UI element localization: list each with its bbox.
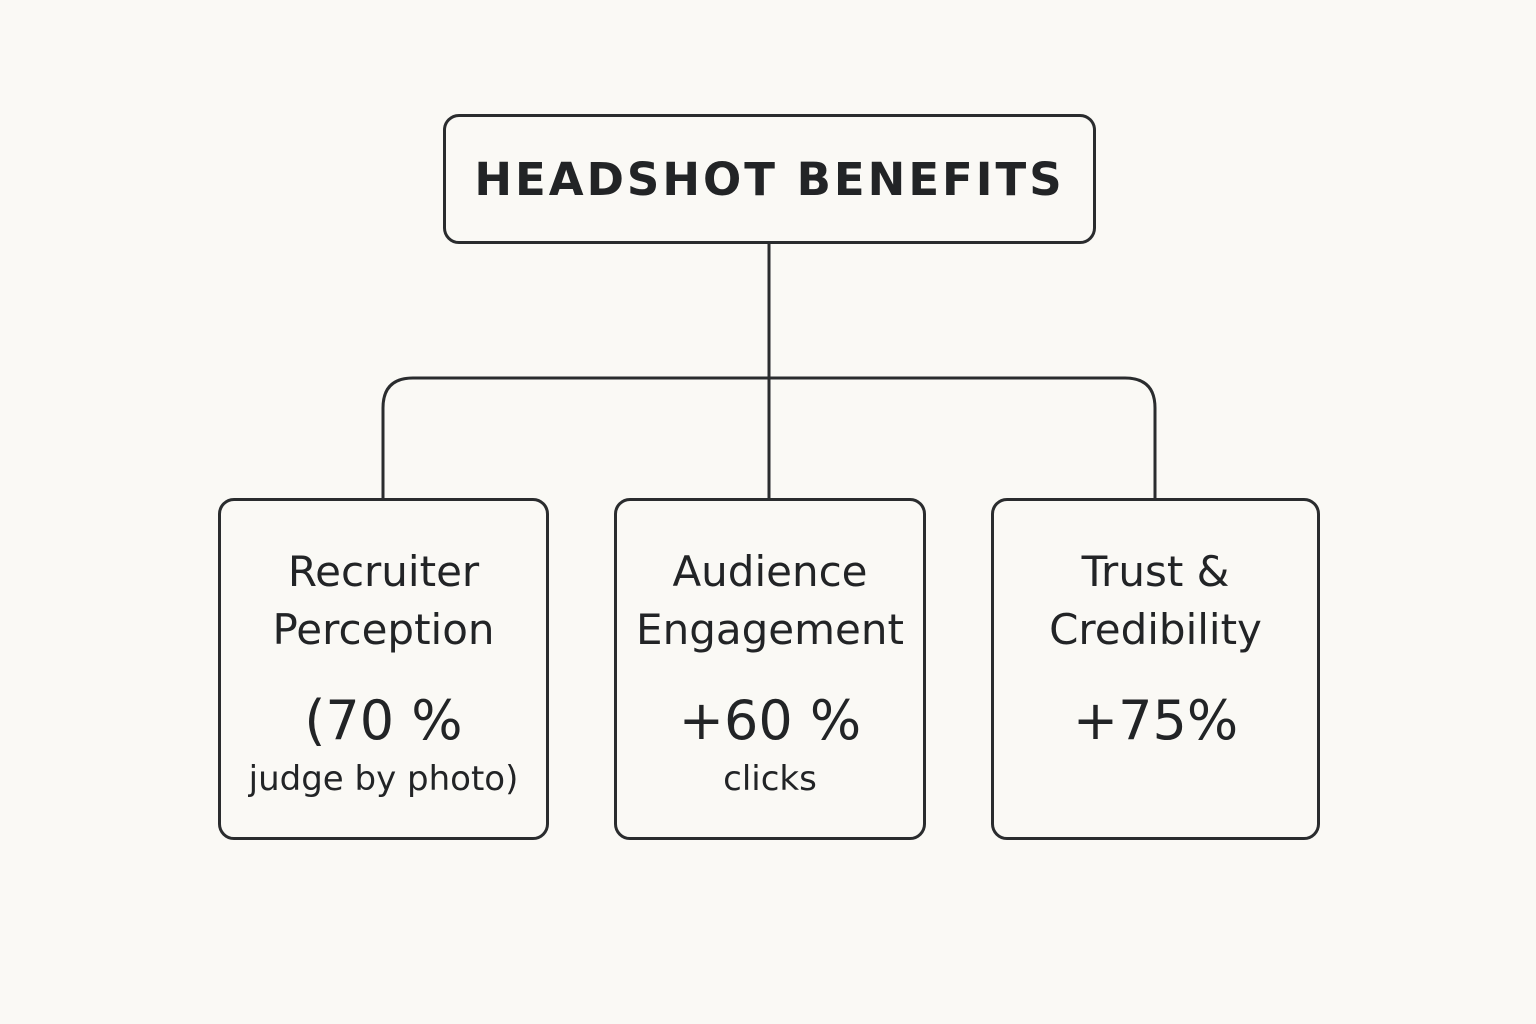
benefit-node-recruiter-perception: Recruiter Perception (70 % judge by phot…: [218, 498, 549, 840]
benefit-value: +75%: [1072, 689, 1239, 752]
benefit-node-trust-credibility: Trust & Credibility +75%: [991, 498, 1320, 840]
root-title: HEADSHOT BENEFITS: [474, 152, 1065, 206]
benefit-title: Audience Engagement: [617, 543, 923, 659]
benefit-caption: clicks: [723, 759, 817, 799]
benefit-title-line: Engagement: [636, 605, 904, 654]
benefit-node-audience-engagement: Audience Engagement +60 % clicks: [614, 498, 926, 840]
benefit-title: Recruiter Perception: [221, 543, 546, 659]
benefit-value: +60 %: [678, 689, 862, 752]
benefit-title-line: Recruiter: [287, 547, 480, 596]
benefit-title-line: Trust &: [1081, 547, 1230, 596]
benefit-title-line: Perception: [272, 605, 495, 654]
root-node: HEADSHOT BENEFITS: [443, 114, 1096, 244]
benefit-title-line: Credibility: [1049, 605, 1262, 654]
benefit-title-line: Audience: [672, 547, 868, 596]
benefit-caption: judge by photo): [248, 759, 519, 799]
benefit-value: (70 %: [304, 689, 463, 752]
benefit-title: Trust & Credibility: [994, 543, 1317, 659]
